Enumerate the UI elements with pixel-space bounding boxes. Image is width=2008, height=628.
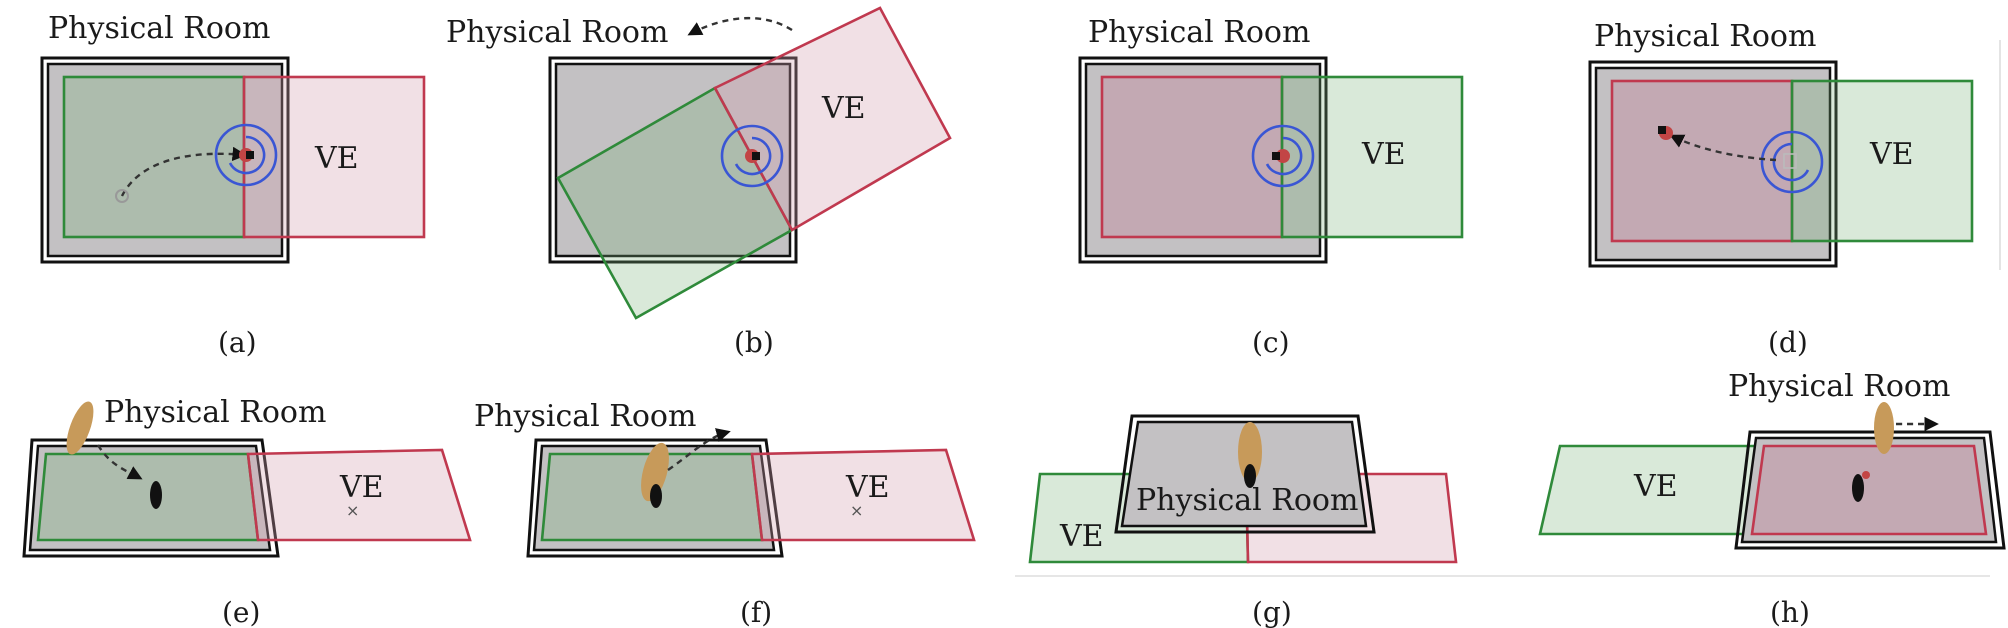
virtual-environment-current bbox=[62, 75, 246, 239]
rotation-indicator-arrow bbox=[687, 17, 793, 36]
redirection-circle bbox=[1760, 130, 1824, 194]
redirection-circle bbox=[1251, 124, 1315, 188]
physical-room-frame bbox=[1114, 414, 1376, 534]
target-x-icon: × bbox=[346, 501, 359, 520]
caption: (f) bbox=[740, 596, 772, 628]
physical-room-label: Physical Room bbox=[1728, 369, 1950, 404]
ve-label: VE bbox=[1361, 137, 1406, 172]
user-head-icon bbox=[246, 151, 254, 159]
panel-b: Physical Room VE (b) bbox=[446, 6, 952, 359]
ve-label: VE bbox=[339, 470, 384, 505]
caption: (g) bbox=[1252, 596, 1292, 628]
panel-d: Physical Room VE (d) bbox=[1588, 19, 1974, 359]
caption: (b) bbox=[734, 326, 774, 359]
virtual-environment-current bbox=[1100, 75, 1284, 239]
virtual-environment-next bbox=[1750, 444, 1988, 536]
physical-room bbox=[28, 444, 272, 552]
ve-label: VE bbox=[821, 91, 866, 126]
rotation-arrow-icon bbox=[228, 135, 266, 175]
rotation-arrow-icon bbox=[1772, 142, 1810, 182]
ve-label: VE bbox=[1869, 137, 1914, 172]
physical-room-label: Physical Room bbox=[1088, 15, 1310, 50]
physical-room-frame bbox=[22, 438, 280, 558]
walk-path bbox=[1669, 134, 1777, 162]
walk-path bbox=[96, 444, 143, 480]
rotation-arrow-icon bbox=[734, 136, 772, 176]
user-head-icon bbox=[1272, 152, 1280, 160]
caption: (d) bbox=[1768, 326, 1808, 359]
walk-path bbox=[667, 428, 731, 471]
ve-label: VE bbox=[1633, 469, 1678, 504]
physical-room-label: Physical Room bbox=[1136, 483, 1358, 518]
virtual-environment-next bbox=[750, 448, 976, 542]
virtual-environment-current bbox=[1610, 79, 1794, 243]
user-head-icon bbox=[752, 152, 760, 160]
bird-avatar-icon bbox=[66, 401, 94, 455]
user-head-icon bbox=[1658, 126, 1666, 134]
panel-c: Physical Room VE (c) bbox=[1078, 15, 1464, 359]
panel-f: × Physical Room VE (f) bbox=[474, 399, 976, 628]
virtual-environment-next bbox=[246, 448, 472, 542]
physical-room-frame bbox=[1734, 430, 2006, 550]
redirection-circle bbox=[720, 124, 784, 188]
panel-a: Physical Room VE (a) bbox=[40, 11, 426, 359]
target-x-icon: × bbox=[850, 501, 863, 520]
physical-room-frame bbox=[1078, 56, 1328, 264]
physical-room-label: Physical Room bbox=[48, 11, 270, 46]
user-marker-icon bbox=[650, 484, 662, 508]
previous-position-icon bbox=[1783, 153, 1797, 169]
rotation-arrow-icon bbox=[1265, 136, 1303, 176]
physical-room-label: Physical Room bbox=[104, 395, 326, 430]
caption: (a) bbox=[218, 326, 257, 359]
walk-path bbox=[120, 146, 247, 197]
start-marker-icon bbox=[115, 189, 129, 203]
bird-avatar-icon bbox=[1874, 402, 1894, 454]
virtual-environment-next bbox=[242, 75, 426, 239]
physical-room-label: Physical Room bbox=[446, 15, 668, 50]
physical-room-frame bbox=[548, 56, 798, 264]
user-marker-icon bbox=[1244, 464, 1256, 488]
caption: (e) bbox=[222, 596, 260, 628]
caption: (c) bbox=[1252, 326, 1290, 359]
physical-room-label: Physical Room bbox=[1594, 19, 1816, 54]
physical-room-frame bbox=[1588, 60, 1838, 268]
user-head-icon bbox=[1862, 471, 1870, 479]
ve-label: VE bbox=[314, 141, 359, 176]
physical-room-label: Physical Room bbox=[474, 399, 696, 434]
user-marker-icon bbox=[1852, 474, 1864, 502]
panel-h: Physical Room VE (h) bbox=[1538, 369, 2006, 628]
bird-avatar-icon bbox=[641, 442, 669, 502]
redirection-circle bbox=[214, 123, 278, 187]
bird-avatar-icon bbox=[1238, 422, 1262, 482]
panel-g: Physical Room VE (g) bbox=[1015, 414, 1990, 628]
physical-room-frame bbox=[40, 56, 290, 264]
ve-label: VE bbox=[845, 470, 890, 505]
physical-room-frame bbox=[526, 438, 784, 558]
virtual-environment-current bbox=[36, 452, 260, 542]
user-marker-icon bbox=[150, 481, 162, 509]
ve-label: VE bbox=[1059, 519, 1104, 554]
panel-e: × Physical Room VE (e) bbox=[22, 395, 472, 628]
caption: (h) bbox=[1770, 596, 1810, 628]
